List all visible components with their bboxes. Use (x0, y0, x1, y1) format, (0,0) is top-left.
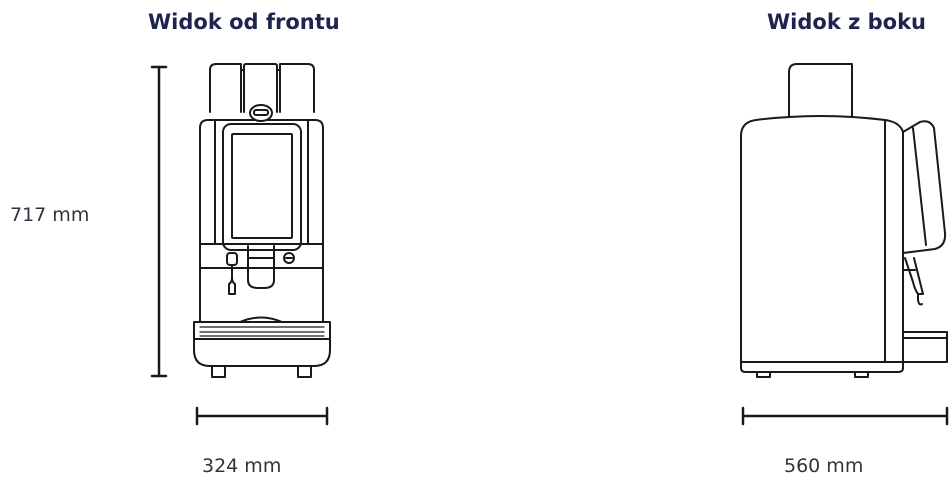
width-dimension-line (195, 406, 329, 426)
width-label: 324 mm (202, 455, 282, 477)
side-view-title: Widok z boku (767, 10, 927, 34)
coffee-machine-front-drawing (193, 63, 331, 378)
height-dimension-line (150, 65, 168, 378)
depth-dimension-line (741, 406, 949, 426)
depth-label: 560 mm (784, 455, 864, 477)
front-view-title: Widok od frontu (148, 10, 340, 34)
coffee-machine-side-drawing (740, 63, 948, 378)
height-label: 717 mm (10, 204, 90, 226)
